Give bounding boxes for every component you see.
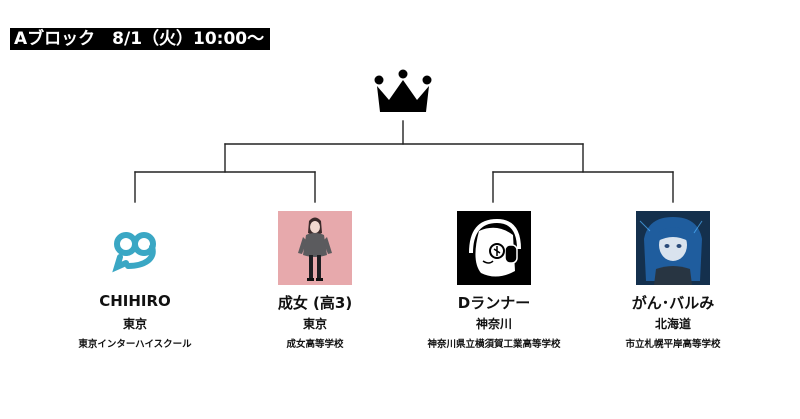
player-school-4: 市立札幌平岸高等学校 (625, 339, 721, 350)
player-school-1: 東京インターハイスクール (78, 339, 192, 350)
player-school-3: 神奈川県立横須賀工業高等学校 (427, 339, 561, 350)
player-prefecture-2: 東京 (302, 317, 327, 331)
avatar-chihiro (98, 211, 172, 285)
player-prefecture-4: 北海道 (654, 317, 691, 331)
avatar-seijo (278, 211, 352, 285)
crown-icon (374, 69, 432, 112)
player-name-1: CHIHIRO (99, 292, 171, 310)
player-name-4: がん･バルみ (631, 294, 715, 312)
avatar-d-runner (457, 211, 531, 285)
player-prefecture-3: 神奈川 (475, 317, 512, 331)
player-prefecture-1: 東京 (122, 317, 147, 331)
chihiro-logo-icon (112, 232, 156, 273)
avatar-gan-barumi (636, 211, 710, 285)
player-name-3: Dランナー (457, 294, 531, 312)
player-school-2: 成女高等学校 (286, 339, 344, 350)
block-title: Aブロック 8/1（火）10:00〜 (10, 28, 271, 50)
character-illustration-icon (298, 217, 332, 281)
blue-hair-character-icon (636, 211, 710, 285)
player-name-2: 成女 (高3) (277, 294, 353, 312)
headphone-character-icon (469, 218, 521, 277)
